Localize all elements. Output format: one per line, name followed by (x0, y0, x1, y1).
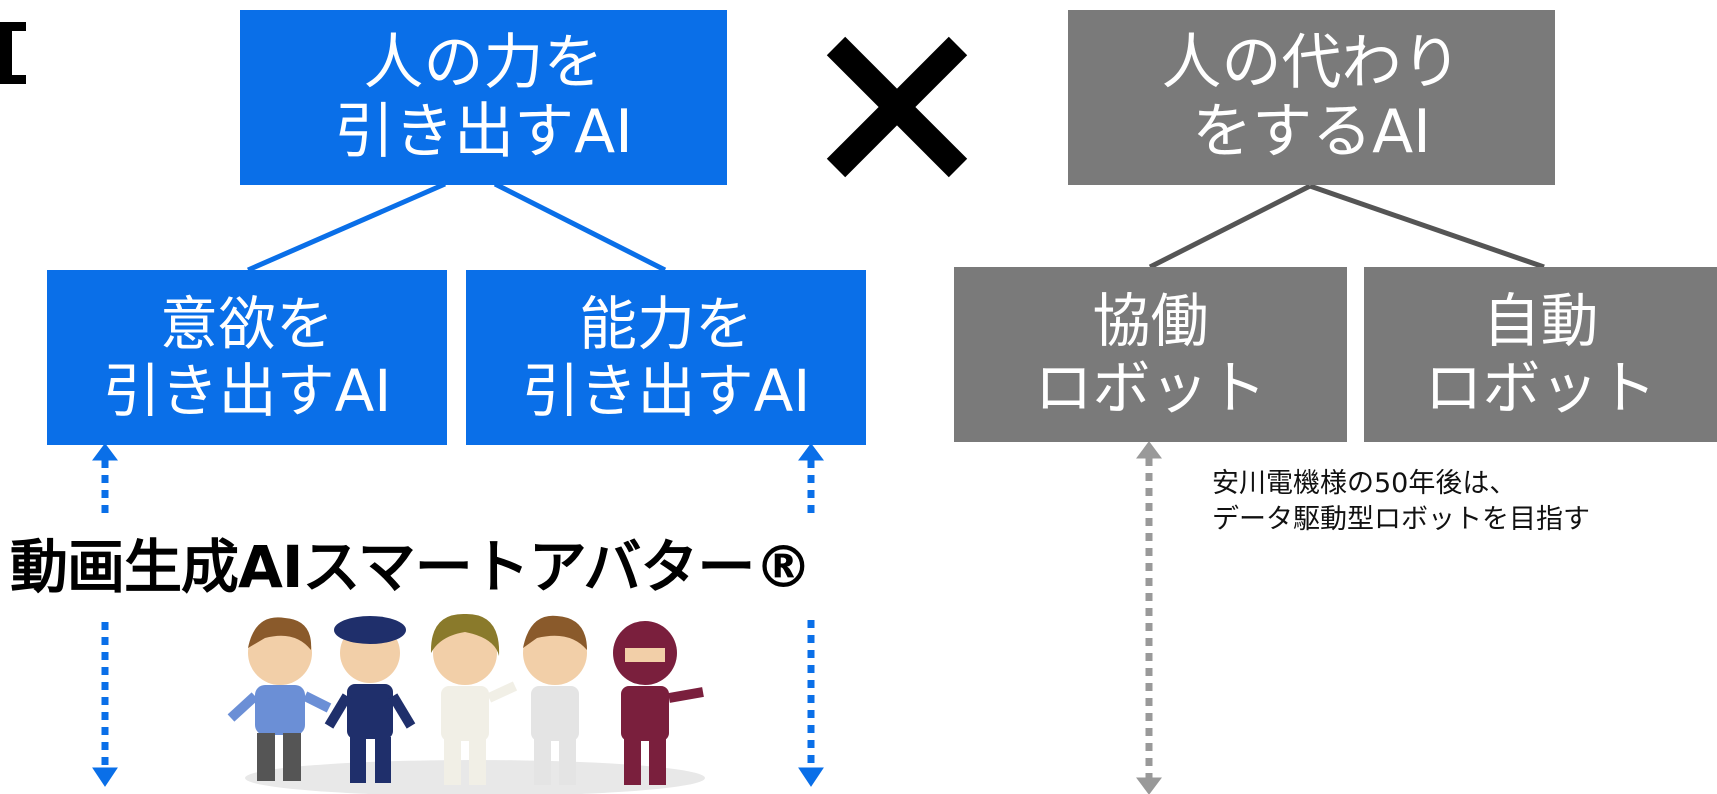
bracket-fragment (0, 22, 26, 84)
connector-right-2 (1309, 183, 1545, 270)
node-motivation-ai: 意欲を 引き出すAI (47, 270, 447, 445)
note-line-2: データ駆動型ロボットを目指す (1212, 504, 1590, 536)
avatar-4-icon (523, 615, 587, 785)
connector-right-1 (1148, 183, 1312, 270)
node-line-1: 協働 (1092, 286, 1209, 355)
node-collaborative-robot: 協働 ロボット (954, 267, 1347, 442)
connector-left-2 (493, 181, 667, 273)
dashed-arrow-right (798, 443, 824, 787)
node-human-power-ai: 人の力を 引き出すAI (240, 10, 727, 185)
avatar-1-icon (227, 617, 332, 781)
note-text: 安川電機様の50年後は、 データ駆動型ロボットを目指す (1212, 466, 1590, 539)
note-line-1: 安川電機様の50年後は、 (1212, 468, 1517, 499)
node-ability-ai: 能力を 引き出すAI (466, 270, 866, 445)
node-replacement-ai: 人の代わり をするAI (1068, 10, 1555, 185)
avatar-5-icon (613, 621, 704, 785)
node-autonomous-robot: 自動 ロボット (1364, 267, 1717, 442)
node-line-1: 人の力を (363, 27, 604, 98)
connector-left-1 (246, 181, 447, 273)
node-line-2: 引き出すAI (334, 96, 633, 167)
node-line-1: 人の代わり (1161, 27, 1462, 98)
dashed-arrow-gray (1136, 441, 1162, 794)
node-line-2: ロボット (1034, 353, 1267, 422)
node-line-1: 意欲を (159, 289, 334, 358)
node-line-2: 引き出すAI (102, 356, 392, 425)
node-line-1: 自動 (1482, 286, 1599, 355)
node-line-1: 能力を (578, 289, 753, 358)
avatar-characters-illustration (227, 613, 705, 794)
node-line-2: ロボット (1424, 353, 1657, 422)
avatar-3-icon (430, 613, 518, 785)
node-line-2: をするAI (1192, 96, 1431, 167)
product-headline: 動画生成AIスマートアバター® (10, 533, 812, 601)
cross-icon (826, 36, 968, 178)
dashed-arrow-left (92, 443, 118, 787)
node-line-2: 引き出すAI (521, 356, 811, 425)
avatar-2-icon (324, 616, 416, 783)
